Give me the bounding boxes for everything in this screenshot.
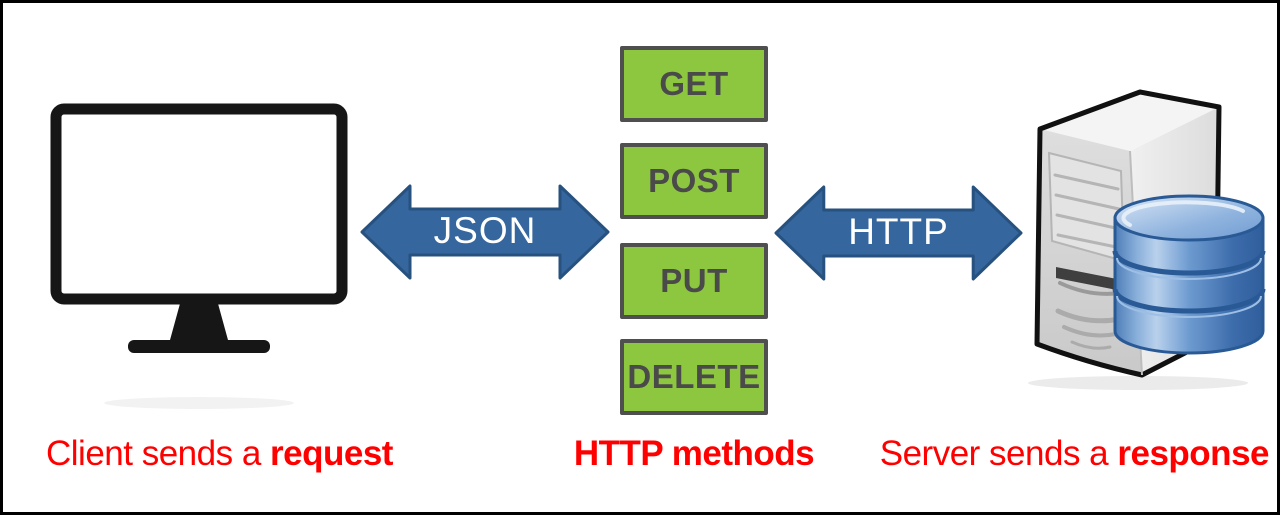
client-caption-bold: request (270, 434, 393, 473)
monitor-base (128, 340, 270, 353)
database-cylinder-icon (1112, 194, 1266, 355)
desktop-monitor-icon (50, 103, 348, 409)
http-arrow-label: HTTP (848, 211, 949, 252)
client-caption: Client sends a request (46, 435, 393, 473)
server-caption-text: Server sends a (879, 434, 1118, 473)
monitor-screen (50, 103, 348, 305)
server-caption: Server sends a response (879, 434, 1270, 473)
double-arrow-icon (774, 185, 1023, 281)
method-box-delete: DELETE (620, 339, 768, 415)
server-caption-bold: response (1117, 434, 1269, 473)
monitor-stand (170, 300, 228, 340)
method-box-get: GET (620, 46, 768, 122)
client-caption-text: Client sends a (46, 434, 271, 473)
monitor-shadow (104, 397, 294, 409)
double-arrow-icon (360, 184, 610, 280)
methods-caption: HTTP methods (573, 434, 815, 473)
method-box-put: PUT (620, 243, 768, 319)
http-arrow: HTTP (774, 185, 1023, 281)
server-tower-icon (1028, 89, 1266, 390)
json-arrow-label: JSON (433, 210, 537, 251)
method-box-post: POST (620, 143, 768, 219)
server-shadow (1028, 376, 1248, 390)
methods-caption-bold: HTTP methods (573, 434, 815, 473)
json-arrow: JSON (360, 184, 610, 280)
